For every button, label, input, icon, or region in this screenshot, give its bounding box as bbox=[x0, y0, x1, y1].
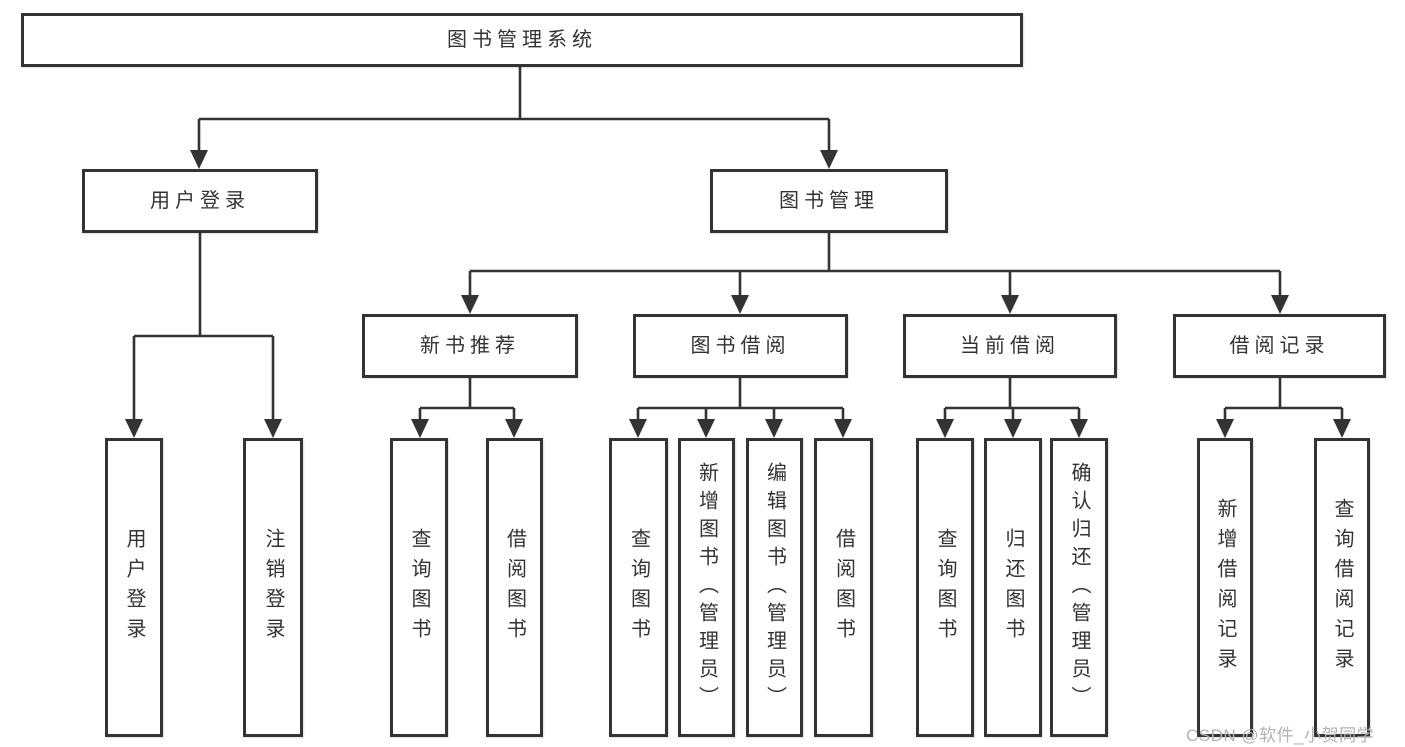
arrowhead bbox=[190, 150, 208, 169]
leaf-query-books-recommendation: 查询图书 bbox=[390, 438, 448, 737]
arrowhead bbox=[765, 419, 783, 438]
arrowhead bbox=[834, 419, 852, 438]
leaf-borrow-books-borrowing: 借阅图书 bbox=[814, 438, 873, 737]
arrowhead bbox=[125, 419, 143, 438]
leaf-query-borrow-record: 查询借阅记录 bbox=[1314, 438, 1370, 737]
leaf-logout-login: 注销登录 bbox=[243, 438, 303, 737]
node-borrowing-records: 借阅记录 bbox=[1173, 314, 1386, 378]
arrowhead bbox=[1271, 295, 1289, 314]
leaf-user-login: 用户登录 bbox=[105, 438, 163, 737]
node-user-login: 用户登录 bbox=[82, 169, 318, 233]
leaf-add-borrow-record: 新增借阅记录 bbox=[1197, 438, 1253, 737]
leaf-query-books-borrowing: 查询图书 bbox=[609, 438, 668, 737]
arrowhead bbox=[936, 419, 954, 438]
arrowhead bbox=[1333, 419, 1351, 438]
watermark: CSDN @软件_小贺同学 bbox=[1186, 726, 1375, 745]
node-book-management: 图书管理 bbox=[710, 169, 948, 233]
arrowhead bbox=[1004, 419, 1022, 438]
leaf-edit-book-admin: 编辑图书（管理员） bbox=[746, 438, 803, 737]
arrowhead bbox=[1216, 419, 1234, 438]
arrowhead bbox=[1001, 295, 1019, 314]
arrowhead bbox=[461, 295, 479, 314]
leaf-return-books: 归还图书 bbox=[984, 438, 1042, 737]
leaf-query-books-current: 查询图书 bbox=[916, 438, 974, 737]
node-current-borrowing: 当前借阅 bbox=[903, 314, 1117, 378]
node-new-book-recommendation: 新书推荐 bbox=[362, 314, 578, 378]
leaf-borrow-books-recommendation: 借阅图书 bbox=[486, 438, 543, 737]
node-book-borrowing: 图书借阅 bbox=[633, 314, 848, 378]
arrowhead bbox=[697, 419, 715, 438]
arrowhead bbox=[264, 419, 282, 438]
arrowhead bbox=[1070, 419, 1088, 438]
arrowhead bbox=[731, 295, 749, 314]
arrowhead bbox=[629, 419, 647, 438]
node-library-management-system: 图书管理系统 bbox=[21, 13, 1023, 67]
arrowhead bbox=[820, 150, 838, 169]
arrowhead bbox=[411, 419, 429, 438]
arrowhead bbox=[505, 419, 523, 438]
leaf-add-book-admin: 新增图书（管理员） bbox=[678, 438, 735, 737]
leaf-confirm-return-admin: 确认归还（管理员） bbox=[1050, 438, 1108, 737]
